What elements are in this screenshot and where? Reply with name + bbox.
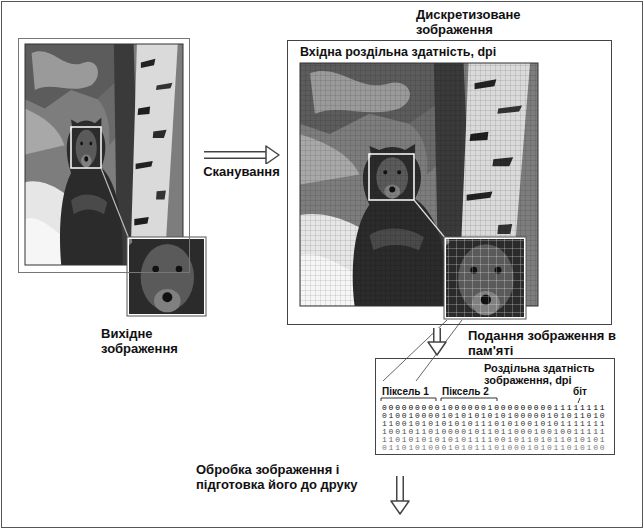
pixel-bracket — [381, 398, 497, 401]
arrow-head — [428, 342, 446, 355]
arrow-shaft — [204, 151, 267, 159]
original-photo — [25, 44, 183, 265]
bit-row: 1001011010000101101100010010011111 — [382, 428, 606, 436]
output-arrow — [391, 476, 409, 514]
sampled-image-box: Дискретизоване зображенняВхідна роздільн… — [287, 40, 612, 325]
bit-row: 1100101010101011101010010101111111 — [382, 420, 606, 428]
bit-row: 0000000001000000100000000011111111 — [382, 404, 606, 412]
arrow-shaft — [435, 328, 440, 343]
resolution-label: Роздільна здатність зображення, dpi — [484, 362, 611, 386]
original-photo — [25, 44, 183, 265]
resolution-label: Вхідна роздільна здатність, dpi — [300, 45, 605, 60]
arrow-shaft — [204, 153, 267, 158]
arrow-label: Подання зображення в пам'яті — [466, 328, 640, 358]
bit-row: 1101010101010111100101101011010101 — [382, 436, 606, 444]
leader-line — [383, 320, 462, 381]
sampled-photo — [369, 154, 414, 200]
output-arrow — [391, 501, 409, 514]
process-note: Обробка зображення і підготовка його до … — [196, 462, 388, 492]
image-frame: Вихідне зображення — [18, 38, 190, 273]
original-photo — [25, 44, 183, 265]
image-caption: Вихідне зображення — [101, 326, 211, 356]
bit-label: біт — [573, 386, 587, 398]
memory-box: Роздільна здатність зображення, dpiПіксе… — [375, 358, 615, 455]
leader-line — [416, 320, 462, 381]
double-arrow — [428, 328, 446, 355]
sampled-photo — [325, 83, 644, 499]
sampled-photo — [300, 63, 644, 499]
bit-row: 0100100001010101010100000101011010 — [382, 412, 606, 420]
original-photo — [101, 168, 129, 239]
sampled-photo — [325, 83, 644, 499]
arrow-shaft — [433, 328, 441, 343]
sampled-photo — [414, 200, 446, 239]
sampled-photo — [446, 239, 524, 317]
output-arrow — [396, 476, 404, 502]
pixel-label: Піксель 1 — [382, 386, 429, 398]
arrow-label: Сканування — [201, 164, 282, 179]
arrow-head — [266, 146, 279, 164]
output-arrow — [398, 476, 403, 502]
double-arrow — [204, 146, 279, 164]
sampled-photo — [444, 237, 526, 319]
pixel-label: Піксель 2 — [442, 386, 489, 398]
original-photo — [71, 127, 101, 168]
bit-row: 0110101000101011101000101011010100 — [382, 444, 606, 452]
box-heading: Дискретизоване зображення — [416, 7, 536, 37]
bit-pointer — [578, 398, 580, 403]
leader-line — [383, 320, 447, 381]
